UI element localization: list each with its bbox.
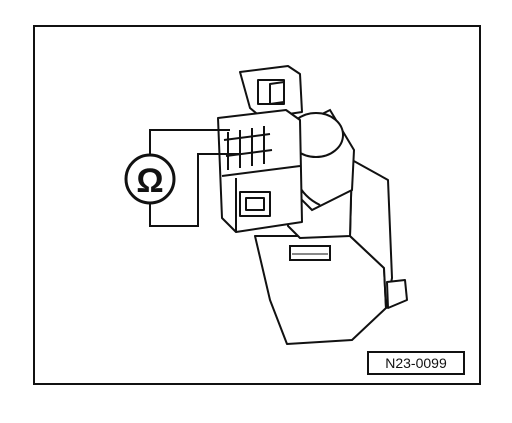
reference-label-box [367,351,465,375]
switch-plunger [288,108,356,212]
reference-code: N23-0099 [385,355,447,371]
housing-slot [289,245,331,261]
connector-terminals [223,126,273,170]
ohmmeter: Ω [124,153,176,205]
ohm-symbol: Ω [136,162,163,200]
test-leads [149,129,240,227]
ohmmeter-icon [124,153,176,205]
